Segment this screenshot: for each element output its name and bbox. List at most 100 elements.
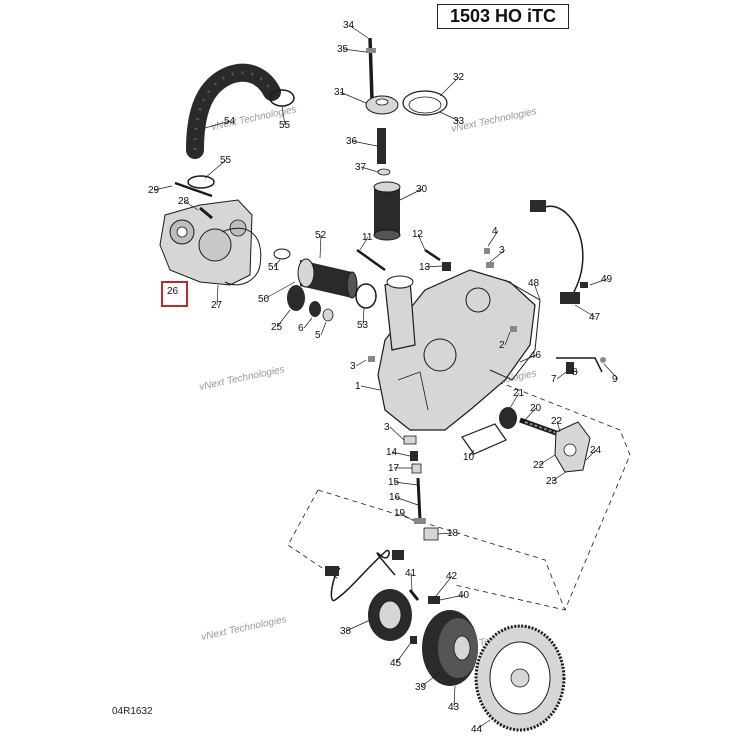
- callout-2[interactable]: 2: [499, 340, 505, 351]
- clamp-42: [428, 596, 440, 604]
- plug-4: [484, 248, 490, 254]
- callout-18[interactable]: 18: [447, 528, 459, 539]
- callout-14[interactable]: 14: [386, 447, 398, 458]
- callout-11[interactable]: 11: [362, 232, 373, 243]
- callout-35[interactable]: 35: [337, 44, 349, 55]
- leader-line-38: [345, 619, 371, 632]
- callout-39[interactable]: 39: [415, 682, 427, 693]
- valve-14: [410, 451, 418, 461]
- leader-line-51: [273, 259, 281, 268]
- callout-3b[interactable]: 3: [350, 361, 356, 372]
- callout-22a[interactable]: 22: [551, 416, 563, 427]
- bolt-11: [356, 248, 386, 272]
- callout-47[interactable]: 47: [589, 312, 601, 323]
- plug-3b: [368, 356, 375, 362]
- bolt-41: [408, 589, 420, 601]
- callout-25[interactable]: 25: [271, 322, 283, 333]
- callout-48[interactable]: 48: [528, 278, 540, 289]
- callout-24[interactable]: 24: [590, 445, 602, 456]
- callout-51[interactable]: 51: [268, 262, 280, 273]
- callout-53[interactable]: 53: [357, 320, 369, 331]
- callout-5[interactable]: 5: [315, 330, 321, 341]
- leader-line-14: [391, 451, 411, 457]
- leader-line-8: [569, 369, 579, 373]
- stator-38: [325, 549, 412, 641]
- callout-29[interactable]: 29: [148, 185, 160, 196]
- callout-8[interactable]: 8: [572, 367, 578, 378]
- callout-3a[interactable]: 3: [499, 245, 505, 256]
- callout-38[interactable]: 38: [340, 626, 352, 637]
- callout-42[interactable]: 42: [446, 571, 458, 582]
- model-title: 1503 HO iTC: [437, 4, 569, 29]
- hose-clamp-lower: [187, 175, 215, 189]
- pump-23: [554, 421, 591, 473]
- oil-filter-30: [373, 181, 401, 241]
- leader-line-1: [360, 385, 381, 391]
- callout-31[interactable]: 31: [334, 87, 346, 98]
- ring-gear-44: [474, 624, 566, 732]
- callout-46[interactable]: 46: [530, 350, 542, 361]
- callout-19[interactable]: 19: [394, 508, 406, 519]
- leader-line-13: [424, 265, 443, 268]
- callout-26[interactable]: 26: [167, 286, 179, 297]
- callout-15[interactable]: 15: [388, 477, 400, 488]
- callout-10[interactable]: 10: [463, 452, 475, 463]
- leader-line-53: [362, 307, 365, 326]
- callout-43[interactable]: 43: [448, 702, 460, 713]
- leader-line-55b: [204, 159, 227, 179]
- callout-23[interactable]: 23: [546, 476, 558, 487]
- seal-51: [273, 248, 291, 260]
- leader-line-25: [276, 309, 291, 328]
- callout-49[interactable]: 49: [601, 274, 613, 285]
- leader-line-11: [359, 236, 369, 251]
- callout-6[interactable]: 6: [298, 323, 304, 334]
- leader-line-50: [263, 281, 296, 300]
- callout-32[interactable]: 32: [453, 72, 465, 83]
- callout-16[interactable]: 16: [389, 492, 401, 503]
- rotor-39: [422, 610, 478, 686]
- callout-7[interactable]: 7: [551, 374, 557, 385]
- callout-45[interactable]: 45: [390, 658, 402, 669]
- leader-line-21: [509, 392, 520, 409]
- nut-35: [366, 48, 376, 53]
- callout-4[interactable]: 4: [492, 226, 498, 237]
- callout-54[interactable]: 54: [224, 116, 236, 127]
- callout-9[interactable]: 9: [612, 374, 618, 385]
- callout-36[interactable]: 36: [346, 136, 358, 147]
- callout-50[interactable]: 50: [258, 294, 270, 305]
- callout-30[interactable]: 30: [416, 184, 428, 195]
- callout-21[interactable]: 21: [513, 388, 525, 399]
- leader-line-41: [410, 572, 413, 591]
- callout-3c[interactable]: 3: [384, 422, 390, 433]
- callout-13[interactable]: 13: [419, 262, 431, 273]
- callout-44[interactable]: 44: [471, 724, 483, 735]
- callout-41[interactable]: 41: [405, 568, 417, 579]
- callout-17[interactable]: 17: [388, 463, 400, 474]
- water-pump-housing-part: [159, 199, 262, 286]
- callout-34[interactable]: 34: [343, 20, 355, 31]
- callout-55a[interactable]: 55: [279, 120, 291, 131]
- leader-line-46: [519, 354, 537, 363]
- leader-line-9: [603, 363, 619, 380]
- callout-1[interactable]: 1: [355, 381, 361, 392]
- watermark-3: vNext Technologies: [198, 364, 285, 393]
- callout-20[interactable]: 20: [530, 403, 542, 414]
- rod-34: [368, 37, 374, 101]
- callout-33[interactable]: 33: [453, 116, 465, 127]
- callout-52[interactable]: 52: [315, 230, 327, 241]
- callout-22b[interactable]: 22: [533, 460, 545, 471]
- callout-40[interactable]: 40: [458, 590, 470, 601]
- callout-12[interactable]: 12: [412, 229, 424, 240]
- leader-line-4: [487, 230, 499, 247]
- leader-line-31: [339, 91, 367, 104]
- callout-27[interactable]: 27: [211, 300, 223, 311]
- highlight-box-part-26: [161, 281, 188, 307]
- spring-16: [416, 477, 422, 521]
- leader-line-40: [439, 594, 465, 601]
- callout-28[interactable]: 28: [178, 196, 190, 207]
- callout-55b[interactable]: 55: [220, 155, 232, 166]
- leader-line-35: [342, 48, 367, 53]
- callout-37[interactable]: 37: [355, 162, 367, 173]
